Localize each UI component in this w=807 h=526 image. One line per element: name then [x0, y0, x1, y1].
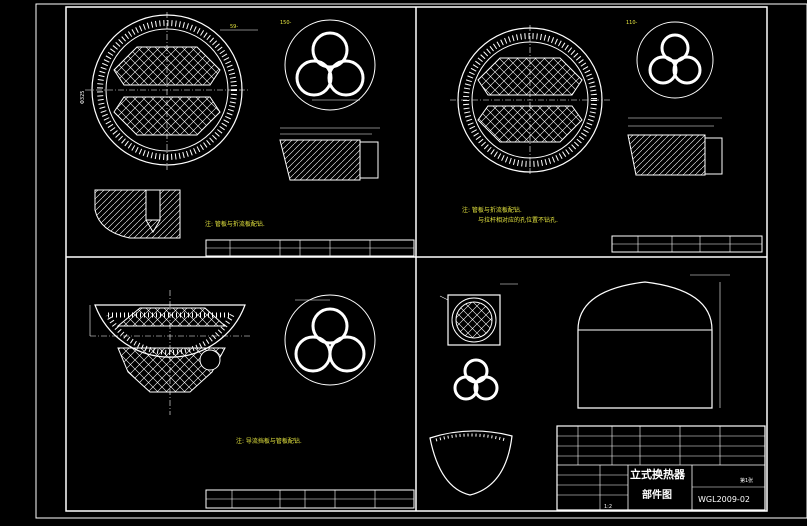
note-q3: 注: 导流挡板与管板配钻.: [236, 437, 302, 445]
tube-bundle-detail: [284, 19, 376, 111]
note-q1: 注: 管板与折流板配钻.: [205, 220, 265, 228]
svg-text:110-: 110-: [626, 20, 638, 26]
quadrant-head-parts: 立式换热器 部件图 WGL2009-02 1:2 第1张: [429, 274, 766, 511]
square-tube-block: [447, 294, 501, 346]
note-q2-line2: 与拉杆相对应的孔位置不钻孔.: [478, 216, 558, 224]
bom-table-q1: [205, 239, 415, 257]
tube-pattern-upper: [113, 46, 221, 86]
svg-text:150-: 150-: [280, 20, 292, 26]
detail-section-small: [94, 189, 181, 239]
head-elevation: [577, 281, 713, 409]
svg-text:Φ325: Φ325: [80, 91, 86, 104]
title-block: 立式换热器 部件图 WGL2009-02 1:2 第1张: [556, 425, 766, 511]
svg-text:59-: 59-: [230, 24, 238, 30]
title-main: 立式换热器: [630, 467, 686, 481]
outer-frame: [35, 3, 807, 519]
title-sub: 部件图: [642, 488, 672, 501]
drawing-number: WGL2009-02: [698, 495, 750, 504]
scale-value: 1:2: [604, 504, 612, 510]
quadrant-tube-sheet-1: 59- Φ325 150- 注: 管板与折流板配钻.: [80, 12, 415, 257]
bom-table-q2: [611, 235, 763, 253]
head-shell-section: [429, 430, 513, 496]
bom-table-q3: [205, 489, 415, 509]
flange-section: [279, 139, 361, 181]
quadrant-tube-sheet-2: 110- 注: 管板与折流板配钻. 与拉杆相对应的孔位置不钻孔.: [450, 20, 763, 253]
quadrant-baffle-plate: 注: 导流挡板与管板配钻.: [89, 290, 415, 509]
sheet-number: 第1张: [740, 477, 753, 484]
note-q2-line1: 注: 管板与折流板配钻.: [462, 206, 522, 214]
